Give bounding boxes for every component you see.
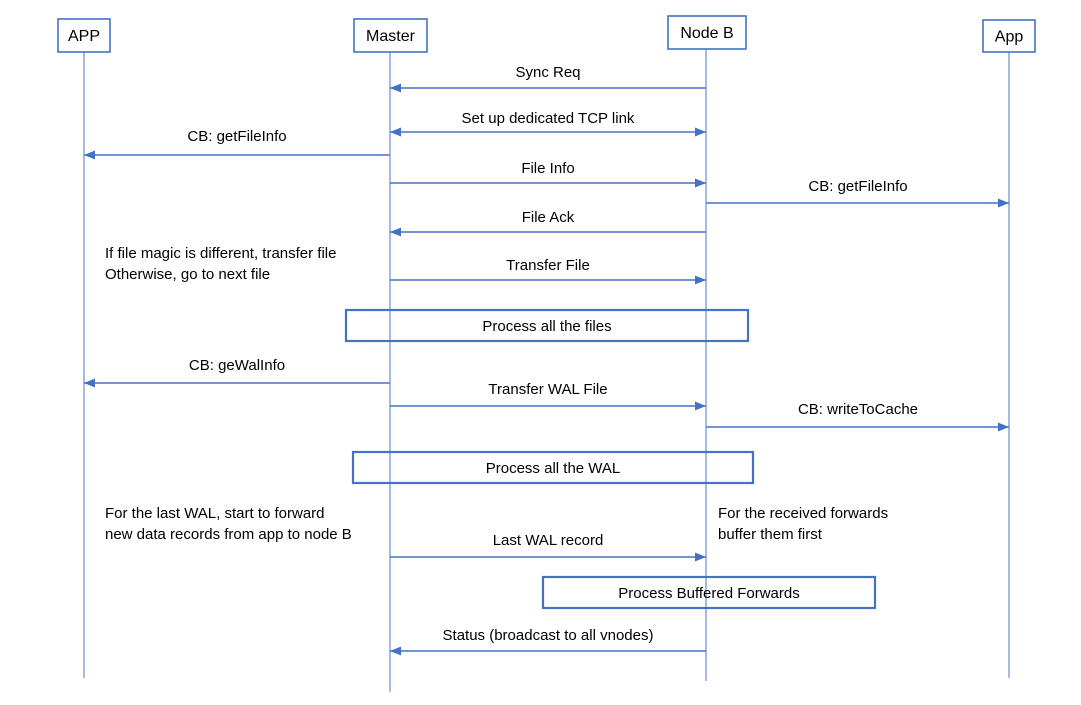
process-box-0: Process all the files [344, 308, 750, 343]
message-arrowhead [84, 150, 95, 160]
message-arrowhead [390, 127, 401, 137]
message-3: File Info [390, 160, 706, 188]
message-arrowhead [695, 275, 706, 285]
message-11: Status (broadcast to all vnodes) [390, 627, 706, 656]
actor-app-left: APP [57, 18, 111, 53]
message-arrowhead [390, 227, 401, 237]
actor-label: Node B [680, 25, 733, 42]
message-arrowhead [695, 401, 706, 411]
note-2: For the received forwards buffer them fir… [718, 505, 888, 543]
actor-box [982, 19, 1036, 53]
message-label: File Info [521, 160, 574, 177]
message-arrowhead [695, 178, 706, 188]
process-box [541, 575, 877, 610]
actor-label: Master [366, 28, 416, 45]
message-arrowhead [390, 646, 401, 656]
message-9: CB: writeToCache [706, 401, 1009, 432]
note-text: If file magic is different, transfer fil… [105, 245, 336, 262]
message-arrowhead [84, 378, 95, 388]
message-6: Transfer File [390, 257, 706, 285]
message-arrowhead [390, 83, 401, 93]
message-arrowhead [998, 198, 1009, 208]
message-2: CB: getFileInfo [84, 128, 390, 160]
message-label: Transfer File [506, 257, 590, 274]
message-10: Last WAL record [390, 532, 706, 562]
note-text: buffer them first [718, 526, 823, 543]
process-box-label: Process all the WAL [486, 460, 621, 477]
message-1: Set up dedicated TCP link [390, 110, 706, 137]
message-label: CB: getFileInfo [187, 128, 286, 145]
message-label: Set up dedicated TCP link [462, 110, 635, 127]
message-0: Sync Req [390, 64, 706, 93]
message-label: Status (broadcast to all vnodes) [443, 627, 654, 644]
message-arrowhead [998, 422, 1009, 432]
message-label: Transfer WAL File [488, 381, 607, 398]
message-4: CB: getFileInfo [706, 178, 1009, 208]
actor-box [353, 18, 428, 53]
note-1: For the last WAL, start to forward new da… [105, 505, 352, 543]
note-text: For the last WAL, start to forward [105, 505, 325, 522]
note-text: new data records from app to node B [105, 526, 352, 543]
message-arrowhead [695, 552, 706, 562]
message-label: Last WAL record [493, 532, 604, 549]
message-5: File Ack [390, 209, 706, 237]
notes-layer: If file magic is different, transfer fil… [105, 245, 888, 543]
message-label: CB: writeToCache [798, 401, 918, 418]
actor-box [57, 18, 111, 53]
actor-label: APP [68, 28, 100, 45]
actor-label: App [995, 29, 1024, 46]
message-label: CB: geWalInfo [189, 357, 285, 374]
process-box [351, 450, 755, 485]
message-arrowhead [695, 127, 706, 137]
note-text: Otherwise, go to next file [105, 266, 270, 283]
note-text: For the received forwards [718, 505, 888, 522]
actor-box [667, 15, 747, 50]
message-label: File Ack [522, 209, 575, 226]
actor-app-right: App [982, 19, 1036, 53]
process-box-label: Process Buffered Forwards [618, 585, 799, 602]
actors-layer: APP Master Node B App [57, 15, 1036, 53]
actor-master: Master [353, 18, 428, 53]
process-box-label: Process all the files [482, 318, 611, 335]
message-8: Transfer WAL File [390, 381, 706, 411]
message-7: CB: geWalInfo [84, 357, 390, 388]
actor-node-b: Node B [667, 15, 747, 50]
message-label: Sync Req [515, 64, 580, 81]
process-box-2: Process Buffered Forwards [541, 575, 877, 610]
lifelines-layer [83, 49, 1010, 692]
message-label: CB: getFileInfo [808, 178, 907, 195]
process-box-1: Process all the WAL [351, 450, 755, 485]
note-0: If file magic is different, transfer fil… [105, 245, 336, 283]
process-box [344, 308, 750, 343]
